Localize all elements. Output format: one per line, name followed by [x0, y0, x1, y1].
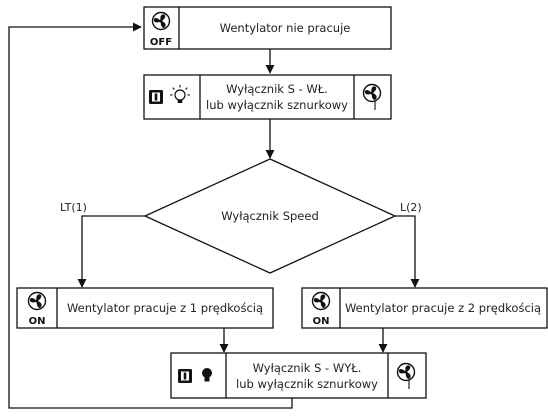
- fan-icon: [27, 291, 47, 311]
- edge-loop-back: [8, 22, 293, 409]
- bulb-off-icon: [202, 368, 212, 382]
- switch-icon: [178, 369, 192, 383]
- bulb-on-icon: [170, 85, 190, 103]
- pull-cord-fan-icon: [396, 362, 416, 389]
- edge-decision-to-speed2: [395, 215, 420, 288]
- decision-text: Wyłącznik Speed: [221, 209, 319, 223]
- on-icon-label: ON: [29, 316, 46, 327]
- edge-decision-to-speed1: [77, 215, 145, 288]
- node-switch-on-line1: Wyłącznik S - WŁ.: [226, 82, 328, 96]
- node-switch-off: Wyłącznik S - WYŁ. lub wyłącznik sznurko…: [170, 352, 427, 399]
- node-fan-off: OFF Wentylator nie pracuje: [143, 6, 392, 50]
- off-icon-label: OFF: [150, 37, 172, 48]
- node-switch-off-line2: lub wyłącznik sznurkowy: [236, 377, 378, 391]
- node-speed-1: ON Wentylator pracuje z 1 prędkością: [16, 287, 274, 329]
- node-switch-on: Wyłącznik S - WŁ. lub wyłącznik sznurkow…: [143, 74, 392, 120]
- on-icon-label: ON: [313, 316, 330, 327]
- fan-icon: [151, 11, 171, 31]
- node-switch-off-line1: Wyłącznik S - WYŁ.: [253, 361, 362, 375]
- node-speed2-text: Wentylator pracuje z 2 prędkością: [345, 301, 541, 315]
- edge-label-left: LT(1): [60, 201, 87, 214]
- node-speed1-text: Wentylator pracuje z 1 prędkością: [67, 301, 263, 315]
- node-speed-2: ON Wentylator pracuje z 2 prędkością: [301, 287, 548, 329]
- switch-icon: [149, 90, 163, 104]
- edge-label-right: L(2): [400, 201, 422, 214]
- pull-cord-fan-icon: [362, 83, 382, 110]
- fan-icon: [311, 291, 331, 311]
- node-switch-on-line2: lub wyłącznik sznurkowy: [206, 98, 348, 112]
- node-off-text: Wentylator nie pracuje: [220, 21, 351, 35]
- node-decision: Wyłącznik Speed: [143, 158, 397, 274]
